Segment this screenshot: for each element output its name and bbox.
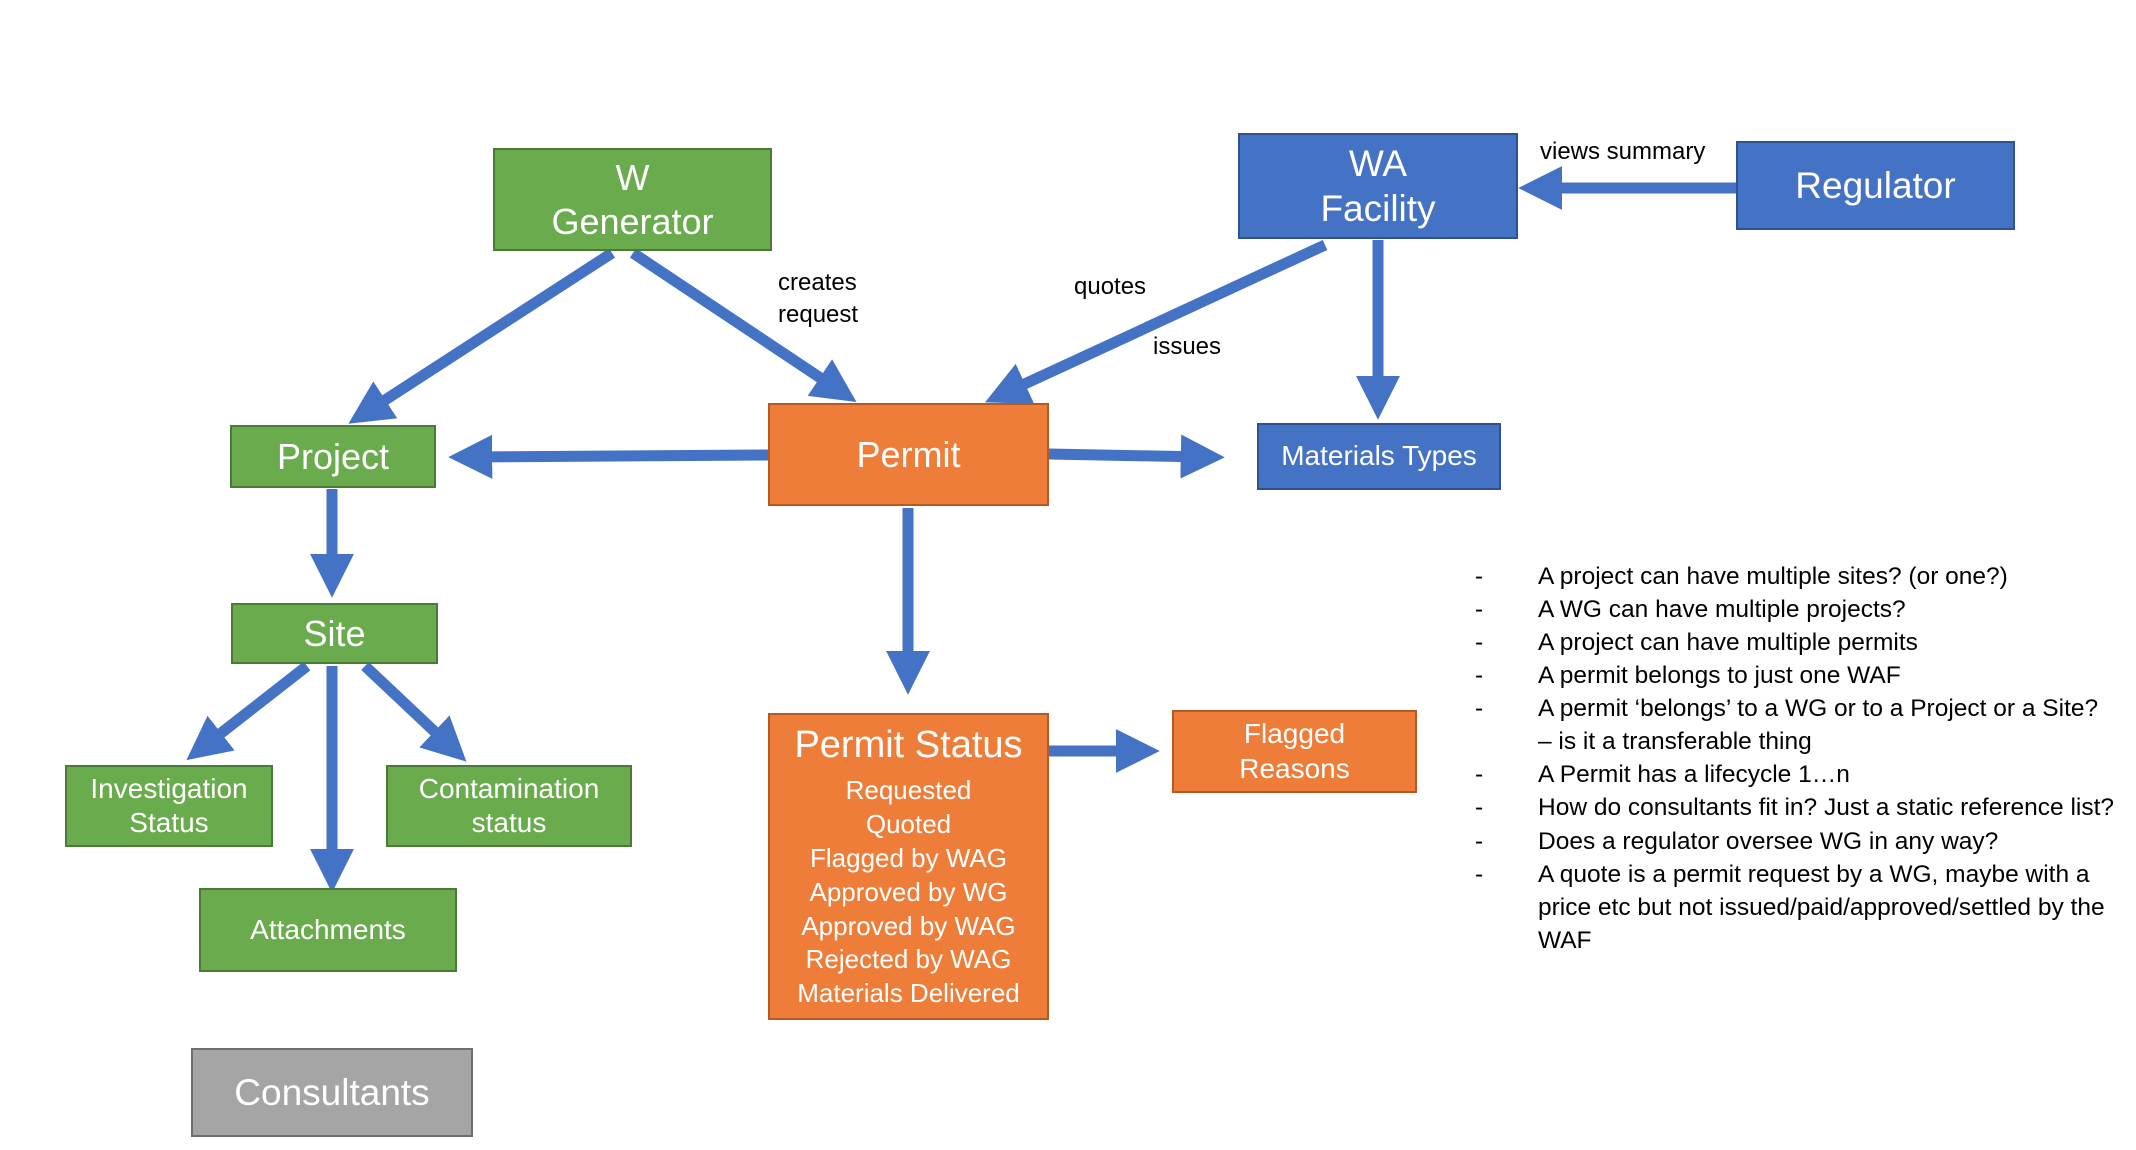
- wa-facility-node: WA Facility: [1238, 133, 1518, 239]
- bullet-dash: -: [1475, 695, 1484, 723]
- permit-status-item: Requested: [845, 775, 972, 806]
- notes-item: - A quote is a permit request by a WG, ma…: [1475, 858, 2115, 957]
- contamination-status-line-2: status: [471, 807, 547, 838]
- arrow-permit-to-materials-types: [1048, 434, 1225, 479]
- w-generator-node: W Generator: [493, 148, 772, 251]
- site-label: Site: [303, 612, 366, 654]
- notes-item: - A permit belongs to just one WAF: [1475, 659, 2115, 692]
- attachments-node: Attachments: [199, 888, 457, 972]
- bullet-dash: -: [1475, 794, 1484, 822]
- edge-label-issues: issues: [1153, 333, 1222, 360]
- arrow-permit-to-project: [448, 434, 770, 479]
- arrow-site-to-investigation-status: [186, 661, 311, 761]
- bullet-dash: -: [1475, 860, 1484, 888]
- permit-status-item: Flagged by WAG: [809, 842, 1007, 873]
- notes-item-text: A Permit has a lifecycle 1…n: [1538, 761, 1850, 789]
- bullet-dash: -: [1475, 563, 1484, 590]
- notes-item-text: A permit ‘belongs’ to a WG or to a Proje…: [1538, 695, 2099, 756]
- edge-label-creates: creates: [778, 269, 857, 296]
- notes-item-text: A WG can have multiple projects?: [1538, 596, 1906, 624]
- bullet-dash: -: [1475, 629, 1484, 657]
- notes-item: - A permit ‘belongs’ to a WG or to a Proj…: [1475, 692, 2115, 758]
- edge-label-views-summary: views summary: [1540, 138, 1706, 165]
- notes-item: - A project can have multiple sites? (or …: [1475, 560, 2115, 593]
- w-generator-line-1: W: [615, 156, 650, 198]
- materials-types-node: Materials Types: [1257, 423, 1501, 490]
- attachments-label: Attachments: [250, 913, 406, 945]
- notes-item-text: A project can have multiple permits: [1538, 629, 1918, 657]
- wa-facility-line-1: WA: [1348, 142, 1408, 184]
- investigation-status-line-2: Status: [129, 807, 209, 838]
- bullet-dash: -: [1475, 827, 1484, 855]
- arrow-site-to-contamination-status: [361, 661, 467, 762]
- arrow-w-generator-to-project: [348, 248, 615, 424]
- contamination-status-line-1: Contamination: [418, 772, 600, 804]
- edge-label-quotes: quotes: [1074, 273, 1147, 300]
- regulator-node: Regulator: [1736, 141, 2015, 230]
- flagged-reasons-line-1: Flagged: [1243, 718, 1346, 750]
- w-generator-line-2: Generator: [551, 200, 714, 242]
- notes-item: - Does a regulator oversee WG in any way?: [1475, 825, 2115, 858]
- regulator-label: Regulator: [1795, 164, 1956, 206]
- permit-status-item: Quoted: [865, 809, 952, 840]
- site-node: Site: [231, 603, 438, 664]
- notes-item: - A project can have multiple permits: [1475, 626, 2115, 659]
- flagged-reasons-node: Flagged Reasons: [1172, 710, 1417, 793]
- notes-item-text: A project can have multiple sites? (or o…: [1538, 563, 2008, 590]
- contamination-status-node: Contamination status: [386, 765, 632, 847]
- bullet-dash: -: [1475, 596, 1484, 624]
- notes-list: - A project can have multiple sites? (or …: [1475, 560, 2115, 957]
- notes-item: - A Permit has a lifecycle 1…n: [1475, 758, 2115, 791]
- investigation-status-node: Investigation Status: [65, 765, 273, 847]
- bullet-dash: -: [1475, 761, 1484, 789]
- permit-label: Permit: [856, 433, 961, 475]
- project-node: Project: [230, 425, 436, 488]
- notes-item-text: A quote is a permit request by a WG, may…: [1538, 860, 2105, 954]
- permit-node: Permit: [768, 403, 1049, 506]
- permit-status-node: Permit Status Requested Quoted Flagged b…: [768, 713, 1049, 1020]
- arrow-w-generator-to-permit: [629, 248, 857, 402]
- bullet-dash: -: [1475, 662, 1484, 690]
- notes-item-text: A permit belongs to just one WAF: [1538, 662, 1901, 690]
- notes-item: - A WG can have multiple projects?: [1475, 593, 2115, 626]
- permit-status-title: Permit Status: [794, 724, 1023, 767]
- consultants-label: Consultants: [234, 1071, 430, 1113]
- notes-item-text: Does a regulator oversee WG in any way?: [1538, 827, 1999, 855]
- consultants-node: Consultants: [191, 1048, 473, 1137]
- materials-types-label: Materials Types: [1281, 440, 1477, 472]
- project-label: Project: [276, 435, 390, 477]
- permit-status-item: Materials Delivered: [797, 978, 1020, 1009]
- permit-status-item: Rejected by WAG: [805, 944, 1012, 975]
- wa-facility-line-2: Facility: [1320, 188, 1436, 229]
- notes-item-text: How do consultants fit in? Just a static…: [1538, 794, 2115, 822]
- notes-item: - How do consultants fit in? Just a stati…: [1475, 791, 2115, 824]
- permit-status-item: Approved by WAG: [801, 910, 1016, 941]
- edge-label-request: request: [778, 301, 859, 329]
- flagged-reasons-line-2: Reasons: [1239, 752, 1350, 784]
- arrow-wa-facility-to-permit: [985, 240, 1328, 404]
- edge-label-creates-request: creates request: [778, 267, 858, 332]
- investigation-status-line-1: Investigation: [90, 772, 248, 804]
- permit-status-item: Approved by WG: [809, 876, 1008, 907]
